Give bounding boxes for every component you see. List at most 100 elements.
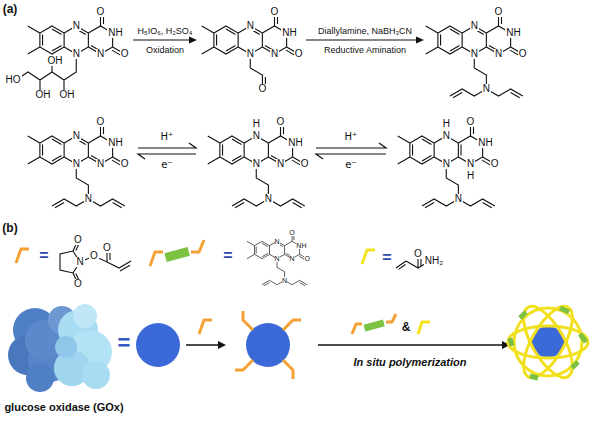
atom-label: N (275, 255, 280, 262)
nanocapsule (520, 312, 526, 318)
nanocapsule (580, 334, 586, 342)
mini-flavin-structure (247, 233, 307, 286)
atom-label: O (120, 49, 130, 59)
panel-label: (b) (2, 222, 17, 234)
atom-label: OH (35, 90, 52, 100)
atom-label: N (470, 21, 479, 31)
monomer-icons (191, 240, 204, 252)
atom-label: NH (287, 138, 303, 148)
atom-label: O (258, 84, 268, 94)
oxidized-flavin (28, 122, 125, 208)
atom-label: N (72, 49, 81, 59)
reaction-arrow (133, 39, 191, 40)
riboflavin-structure (16, 12, 125, 94)
flavin-diallyl-structure (450, 54, 523, 98)
equals-sign: = (223, 248, 232, 264)
redox-label: e⁻ (160, 160, 173, 170)
modified-enzyme (283, 360, 293, 379)
atom-label: NH (477, 138, 493, 148)
nanocapsule (508, 326, 588, 358)
reaction-arrow (189, 37, 197, 44)
atom-label: H (466, 171, 475, 181)
atom-label: NH (296, 242, 306, 249)
redox-label: H⁺ (344, 132, 359, 142)
reduced-flavin (461, 145, 462, 156)
atom-label: O (466, 117, 476, 127)
monomer-icons (16, 249, 29, 263)
equilibrium-arrow (138, 143, 386, 159)
atom-label: O (96, 117, 106, 127)
ampersand: & (402, 321, 411, 333)
process-label: In situ polymerization (352, 357, 467, 368)
aldehyde-structure (202, 12, 299, 89)
nanocapsule (510, 338, 512, 346)
modified-enzyme (235, 311, 301, 379)
atom-label: O (73, 235, 83, 245)
reaction-arrow (416, 37, 424, 44)
monomer-icons-small (352, 314, 430, 334)
atom-label: N (84, 194, 93, 204)
nhs-acrylate-structure (60, 240, 131, 284)
atom-label: N (466, 159, 475, 169)
atom-label: O (96, 7, 106, 17)
atom-label: N (252, 131, 261, 141)
atom-label: O (276, 117, 286, 127)
atom-label: OH (59, 90, 76, 100)
atom-label: N (72, 21, 81, 31)
atom-label: O (304, 255, 309, 262)
monomer-icons (16, 240, 375, 266)
reagent-label: Oxidation (145, 46, 185, 55)
atom-label: N (72, 131, 81, 141)
glucose-oxidase-protein (73, 304, 97, 328)
glucose-oxidase-protein (26, 364, 54, 392)
mini-flavin-structure (262, 259, 307, 286)
atom-label: O (120, 159, 130, 169)
monomer-icons (164, 247, 190, 262)
atom-label: H (442, 119, 451, 129)
atom-label: N (96, 49, 105, 59)
atom-label: NH₂ (424, 256, 444, 266)
semiquinone-flavin (232, 164, 305, 208)
atom-label: N (75, 257, 84, 267)
atom-label: N (276, 159, 285, 169)
equilibrium-arrow (316, 143, 386, 148)
atom-label: O (413, 249, 423, 259)
atom-label: H (252, 119, 261, 129)
redox-label: H⁺ (160, 132, 175, 142)
oxidized-flavin (52, 164, 125, 208)
reagent-label: Diallylamine, NaBH₃CN (317, 27, 413, 36)
atom-label: N (454, 194, 463, 204)
atom-label: O (490, 159, 500, 169)
atom-label: NH (107, 138, 123, 148)
process-arrow (218, 341, 226, 349)
nanocapsule (560, 308, 569, 312)
atom-label: N (252, 159, 261, 169)
nanocapsule (508, 299, 588, 384)
redox-label: e⁻ (344, 160, 357, 170)
equilibrium-arrow (138, 143, 196, 148)
equals-sign: = (39, 248, 48, 264)
semiquinone-flavin (208, 122, 305, 208)
atom-label: O (518, 49, 528, 59)
modified-enzyme (235, 360, 253, 370)
reduced-flavin (422, 164, 495, 208)
atom-label: O (102, 243, 112, 253)
atom-label: N (442, 131, 451, 141)
reaction-arrow (133, 37, 424, 44)
equilibrium-arrow (316, 154, 386, 159)
atom-label: N (96, 159, 105, 169)
equals-sign: = (118, 332, 131, 354)
equilibrium-arrow (138, 154, 196, 159)
atom-label: N (246, 21, 255, 31)
nanocapsule (514, 308, 582, 376)
enzyme-circle (136, 323, 180, 367)
process-arrow (318, 344, 503, 346)
protein-name: glucose oxidase (GOx) (4, 402, 123, 413)
modified-enzyme (283, 320, 301, 330)
reaction-arrow (306, 39, 418, 40)
atom-label: OH (47, 56, 64, 66)
atom-label: N (442, 159, 451, 169)
monomer-icons-small (386, 314, 396, 322)
atom-label: N (482, 84, 491, 94)
